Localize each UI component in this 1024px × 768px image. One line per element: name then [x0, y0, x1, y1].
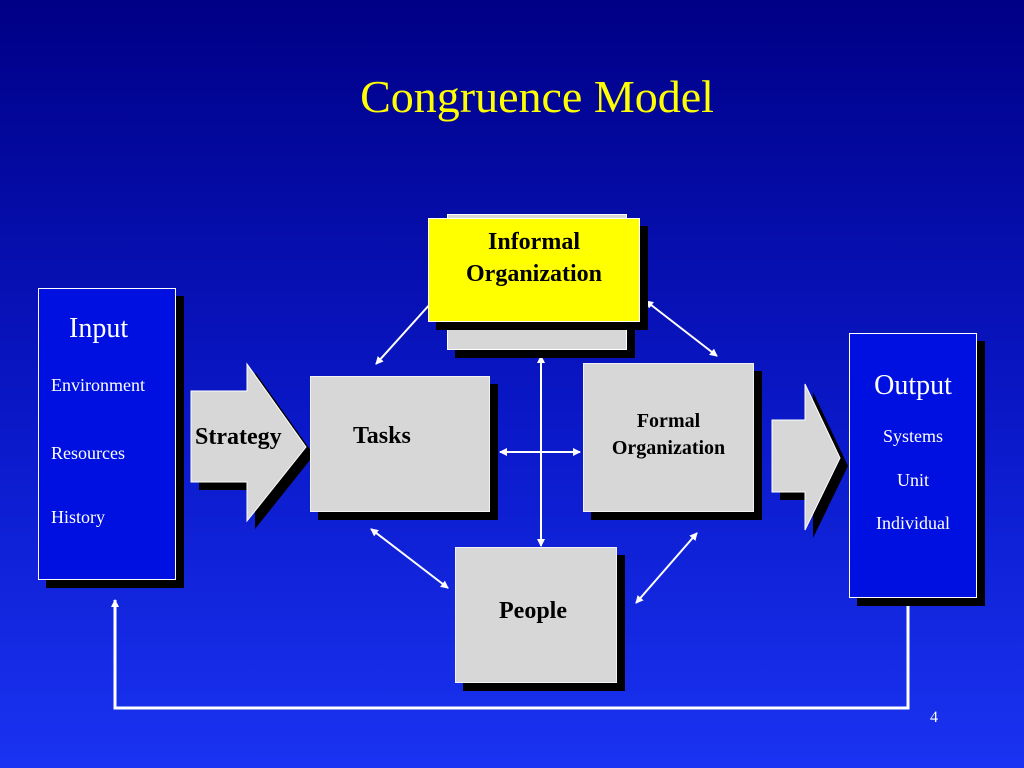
tasks-people-arrow: [370, 528, 449, 589]
formal-label-line1: Formal: [636, 410, 701, 432]
strategy-label: Strategy: [195, 424, 282, 450]
tasks-box: Tasks: [310, 376, 490, 512]
input-item-history: History: [51, 507, 105, 527]
input-item-environment: Environment: [51, 375, 145, 395]
input-item-resources: Resources: [51, 443, 125, 463]
tasks-label: Tasks: [353, 423, 411, 449]
formal-organization-box: Formal Organization: [583, 363, 754, 512]
output-heading: Output: [874, 370, 952, 401]
output-item-systems: Systems: [882, 426, 943, 446]
feedback-loop-line: [111, 598, 910, 710]
output-arrow: [771, 383, 841, 531]
input-heading: Input: [69, 313, 129, 344]
output-box: Output Systems Unit Individual: [849, 333, 977, 598]
people-label: People: [499, 598, 567, 624]
formal-people-arrow: [635, 532, 698, 604]
informal-label-line2: Organization: [466, 261, 602, 287]
input-box: Input Environment Resources History: [38, 288, 176, 580]
people-box: People: [455, 547, 617, 683]
informal-label-line1: Informal: [488, 229, 580, 255]
output-item-individual: Individual: [876, 513, 950, 533]
output-item-unit: Unit: [896, 470, 929, 490]
informal-organization-box: Informal Organization: [428, 218, 640, 322]
slide-title: Congruence Model: [360, 71, 714, 122]
page-number: 4: [930, 709, 938, 726]
formal-label-line2: Organization: [611, 437, 726, 459]
strategy-arrow: [190, 362, 307, 523]
informal-formal-arrow: [645, 300, 718, 357]
